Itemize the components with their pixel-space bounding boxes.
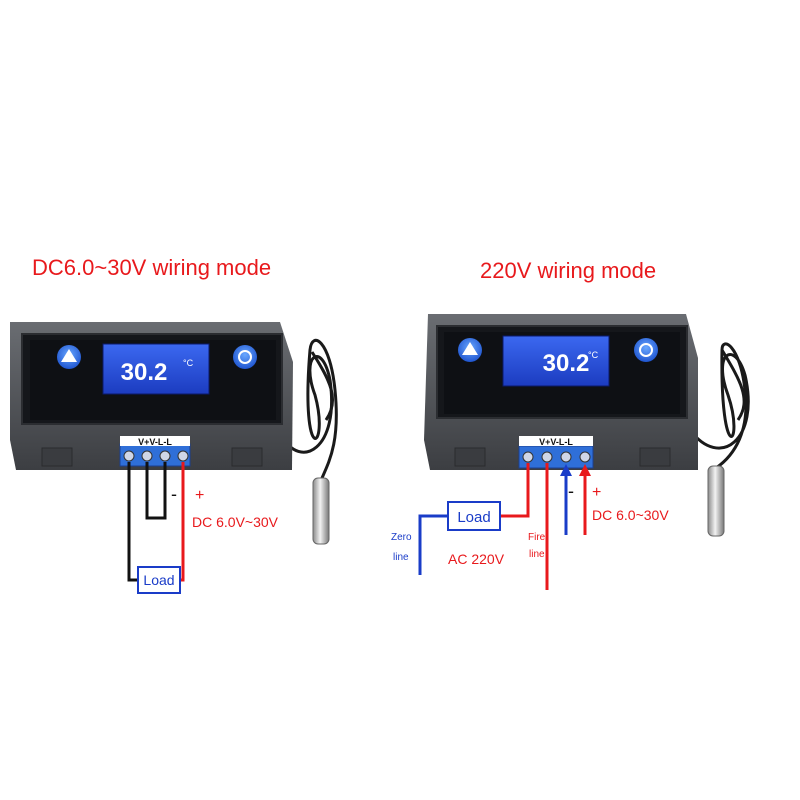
left-wire-l-inner xyxy=(145,462,167,520)
right-lcd-screen xyxy=(502,335,610,387)
right-wire-zero-line xyxy=(418,514,448,575)
right-title: 220V wiring mode xyxy=(480,258,657,283)
right-wire-load xyxy=(500,463,530,518)
right-fire-line-label-1: Fire xyxy=(528,532,546,543)
right-load-box xyxy=(447,501,501,531)
left-wire-positive xyxy=(180,462,185,582)
set-icon xyxy=(639,343,653,357)
right-device: 30.2 °C V+V-L-L xyxy=(424,314,750,537)
left-lcd-unit: °C xyxy=(183,358,194,368)
right-plus-label: + xyxy=(592,484,601,501)
right-load-label: Load xyxy=(457,509,490,526)
right-zero-line-label-1: Zero xyxy=(391,532,412,543)
left-set-button xyxy=(233,345,257,369)
right-ac-label: AC 220V xyxy=(448,551,505,567)
left-terminal-labels: V+V-L-L xyxy=(138,437,172,447)
up-arrow-icon xyxy=(462,342,478,355)
right-sensor-cable xyxy=(688,342,750,470)
right-supply-label: DC 6.0~30V xyxy=(592,507,669,523)
left-wiring: Load - + DC 6.0V~30V xyxy=(127,462,279,594)
arrow-up-icon xyxy=(579,464,591,476)
left-wire-l-outer xyxy=(127,462,138,582)
set-icon xyxy=(238,350,252,364)
left-plus-label: + xyxy=(195,487,204,504)
left-lcd-reading: 30.2 xyxy=(121,359,168,386)
right-terminal-labels: V+V-L-L xyxy=(539,437,573,447)
left-lcd-screen xyxy=(102,343,210,395)
left-minus-label: - xyxy=(171,484,177,504)
right-temperature-probe xyxy=(707,465,725,537)
left-load-label: Load xyxy=(143,572,174,588)
right-lcd-reading: 30.2 xyxy=(543,350,590,377)
right-fire-line-label-2: line xyxy=(529,549,545,560)
left-supply-label: DC 6.0V~30V xyxy=(192,514,279,530)
left-title: DC6.0~30V wiring mode xyxy=(32,255,272,280)
right-set-button xyxy=(634,338,658,362)
right-wiring: Load Zero line AC 220V Fire line - + DC … xyxy=(391,463,669,590)
right-zero-line-label-2: line xyxy=(393,552,409,563)
right-lcd-unit: °C xyxy=(588,350,599,360)
arrow-up-icon xyxy=(560,464,572,476)
right-minus-label: - xyxy=(568,481,574,501)
left-device: 30.2 °C V+V-L-L xyxy=(10,322,338,545)
up-arrow-icon xyxy=(61,349,77,362)
left-temperature-probe xyxy=(312,477,330,545)
left-load-box xyxy=(137,566,181,594)
